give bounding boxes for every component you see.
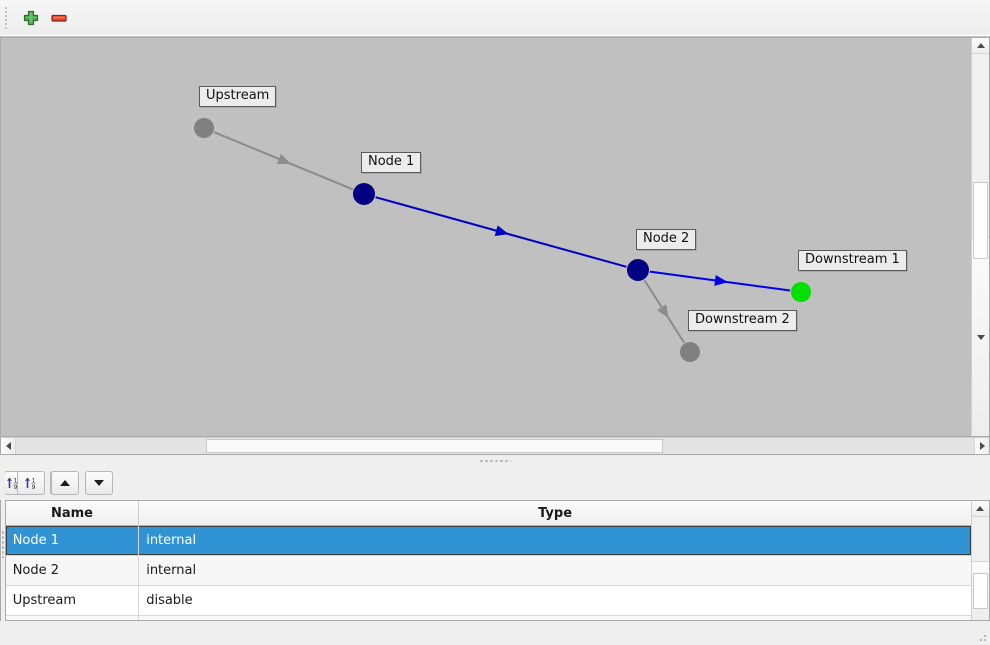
graph-node-node2[interactable] [627,259,649,281]
window-resize-grip[interactable] [974,629,988,643]
scroll-down-button[interactable] [972,237,989,436]
svg-text:1: 1 [14,477,18,484]
sort-icon: 1 9 [7,477,19,491]
column-header[interactable]: Name [5,501,140,526]
table-cell[interactable]: Upstream [5,585,140,616]
vertical-scroll-thumb[interactable] [973,182,988,259]
remove-button[interactable] [45,4,73,32]
svg-text:1: 1 [31,477,35,484]
graph-node-downstream2[interactable] [680,342,700,362]
edge-arrow-icon [276,153,291,164]
add-icon [23,10,39,26]
edge-arrow-icon [656,304,669,319]
arrow-right-icon [979,442,985,450]
edge-arrow-icon [714,274,728,286]
scroll-right-button[interactable] [974,438,989,454]
vertical-splitter-grip [0,529,5,558]
sort-icon: 1 9 [24,477,37,491]
graph-horizontal-scrollbar[interactable] [0,437,990,455]
vertical-scroll-track[interactable] [972,54,989,259]
nodes-scroll-track[interactable] [971,517,989,609]
splitter-grip [479,458,511,463]
arrow-up-icon [976,506,985,511]
nodes-button-bar: 1 9 [5,466,990,500]
vertical-splitter[interactable] [0,466,5,621]
nodes-sort-button[interactable]: 1 9 [16,471,45,495]
table-cell[interactable]: internal [138,555,971,586]
graph-vertical-scrollbar[interactable] [971,37,990,437]
add-button[interactable] [17,4,45,32]
table-cell[interactable]: downstream [138,615,971,620]
node-label-downstream2[interactable]: Downstream 2 [688,310,797,331]
horizontal-splitter[interactable] [0,455,990,466]
node-label-node1[interactable]: Node 1 [361,152,422,173]
edge-arrow-icon [494,225,509,236]
nodes-table-scrollbar[interactable] [970,501,989,620]
main-toolbar [0,0,990,37]
remove-icon [51,14,67,22]
table-cell[interactable]: internal [138,525,971,556]
nodes-table-row[interactable]: Downstream 1downstream [5,615,971,620]
nodes-move-down-button[interactable] [84,471,113,495]
toolbar-drag-grip[interactable] [3,7,13,29]
table-cell[interactable]: Downstream 1 [5,615,140,620]
triangle-down-icon [93,480,104,486]
graph-drawing [194,118,811,362]
horizontal-scroll-thumb[interactable] [206,439,663,453]
arrow-left-icon [5,442,11,450]
svg-text:9: 9 [14,484,18,491]
status-bar [0,621,990,645]
nodes-scroll-thumb[interactable] [972,573,988,609]
column-header[interactable]: Type [138,501,971,526]
node-label-upstream[interactable]: Upstream [199,86,277,107]
arrow-down-icon [976,334,985,340]
graph-node-downstream1[interactable] [791,282,811,302]
svg-text:9: 9 [31,484,35,491]
table-cell[interactable]: Node 1 [5,525,140,556]
horizontal-scroll-track[interactable] [16,438,974,454]
table-cell[interactable]: Node 2 [5,555,140,586]
scroll-left-button[interactable] [1,438,16,454]
graph-node-node1[interactable] [353,183,375,205]
scroll-up-button[interactable] [972,38,989,54]
triangle-up-icon [59,480,70,486]
node-label-downstream1[interactable]: Downstream 1 [798,250,907,271]
arrow-up-icon [976,43,985,48]
nodes-pane: 1 9 N [4,466,990,621]
nodes-scroll-up-button[interactable] [971,501,989,517]
bottom-panel: 1 9 N [0,466,990,621]
node-label-node2[interactable]: Node 2 [636,229,697,250]
graph-node-upstream[interactable] [194,118,214,138]
nodes-move-up-button[interactable] [50,471,79,495]
table-cell[interactable]: disable [138,585,971,616]
